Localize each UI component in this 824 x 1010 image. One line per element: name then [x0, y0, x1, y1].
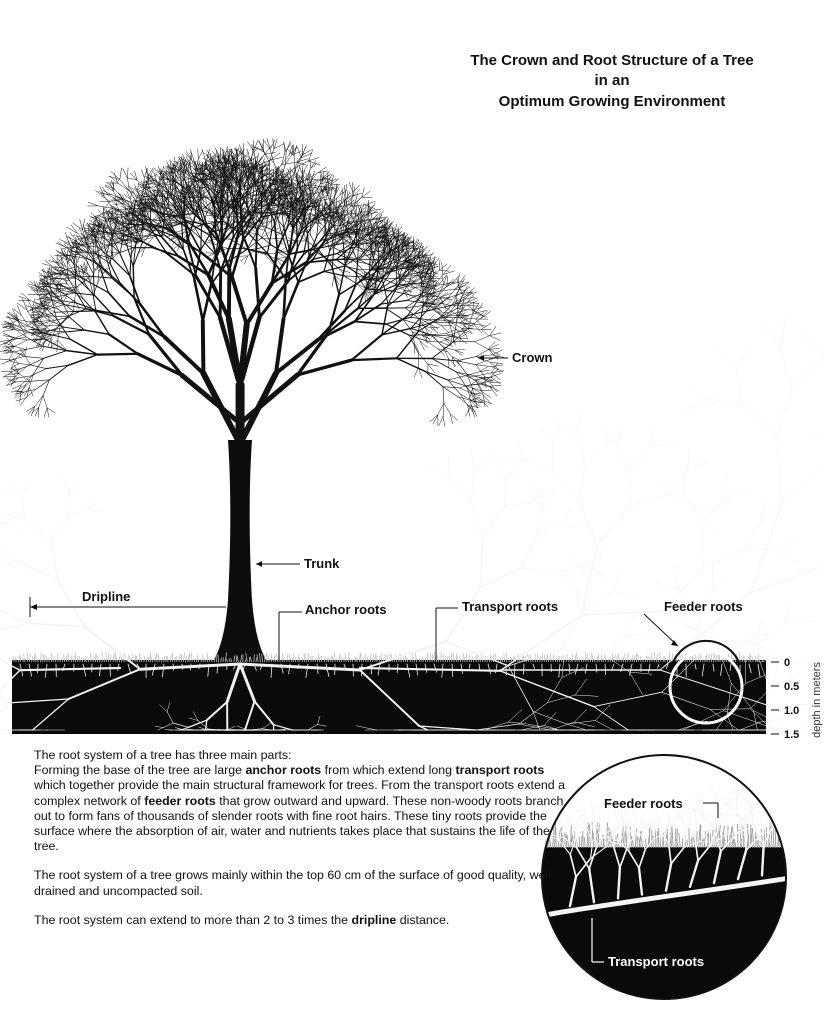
title-line-2: in an: [594, 72, 629, 89]
transport-roots-callout: Transport roots: [436, 599, 558, 660]
dripline-label: Dripline: [82, 589, 130, 604]
depth-tick-0.5: 0.5: [784, 681, 799, 693]
tree-crown: [0, 139, 504, 471]
description-paragraph-2: The root system of a tree grows mainly w…: [34, 868, 574, 898]
trunk-label: Trunk: [304, 556, 340, 571]
crown-callout: Crown: [478, 350, 553, 365]
description-text-run: distance.: [396, 913, 449, 927]
depth-axis-label: depth in meters: [811, 662, 823, 738]
description-text: The root system of a tree has three main…: [34, 748, 574, 942]
anchor-roots-label: Anchor roots: [305, 602, 387, 617]
trunk-callout: Trunk: [256, 556, 340, 571]
tree-trunk: [214, 440, 266, 660]
depth-tick-0: 0: [784, 657, 790, 669]
anchor-roots-callout: Anchor roots: [279, 602, 387, 660]
description-paragraph-1: The root system of a tree has three main…: [34, 748, 574, 854]
depth-scale: [771, 662, 779, 734]
crown-label: Crown: [512, 350, 553, 365]
description-text-run: from which extend long: [321, 763, 455, 777]
depth-tick-1.5: 1.5: [784, 729, 799, 741]
feeder-roots-callout: Feeder roots: [644, 599, 743, 646]
term-feeder-roots: feeder roots: [144, 794, 216, 808]
transport-roots-label: Transport roots: [462, 599, 558, 614]
term-dripline: dripline: [352, 913, 397, 927]
term-anchor-roots: anchor roots: [245, 763, 321, 777]
dripline-callout: Dripline: [30, 589, 226, 617]
inset-transport-roots-label: Transport roots: [608, 954, 704, 969]
term-transport-roots: transport roots: [456, 763, 545, 777]
depth-tick-1.0: 1.0: [784, 705, 799, 717]
description-text-run: Forming the base of the tree are large: [34, 763, 245, 777]
title-line-1: The Crown and Root Structure of a Tree: [470, 52, 753, 69]
description-paragraph-3: The root system can extend to more than …: [34, 913, 574, 928]
description-intro: The root system of a tree has three main…: [34, 748, 292, 762]
feeder-roots-label: Feeder roots: [664, 599, 743, 614]
title-line-3: Optimum Growing Environment: [499, 93, 726, 110]
inset-feeder-roots-label: Feeder roots: [604, 796, 683, 811]
description-text-run: The root system can extend to more than …: [34, 913, 352, 927]
